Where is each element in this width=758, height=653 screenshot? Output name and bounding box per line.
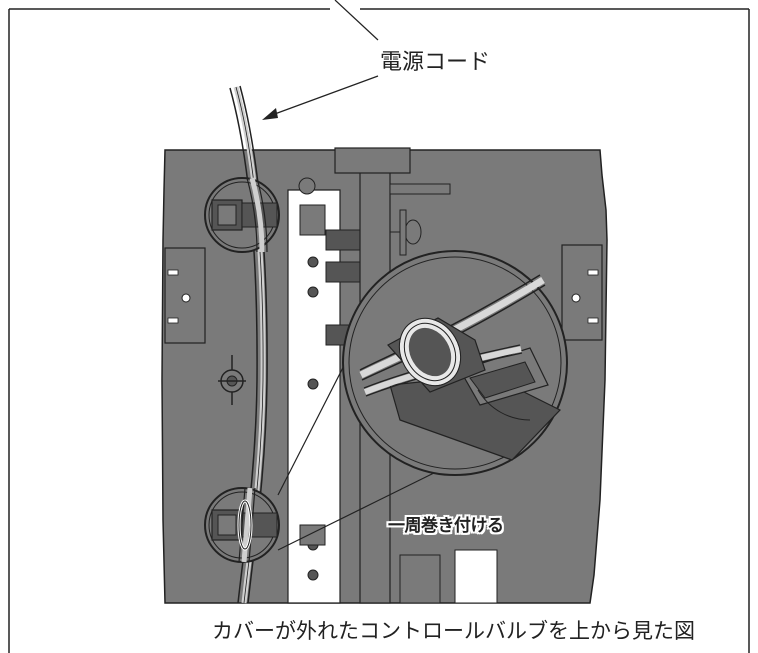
- wrap-once-label: 一周巻き付ける: [388, 516, 504, 536]
- figure-caption: カバーが外れたコントロールバルブを上から見た図: [212, 619, 695, 643]
- top-leader-line: [334, 0, 379, 41]
- frame-border: [8, 8, 750, 653]
- zoom-detail-circle: [342, 250, 568, 476]
- power-cord-leader: [262, 75, 379, 120]
- power-cord-label: 電源コード: [380, 50, 491, 75]
- upper-cord-clamp: [204, 177, 280, 253]
- lower-cord-clamp: [204, 487, 280, 563]
